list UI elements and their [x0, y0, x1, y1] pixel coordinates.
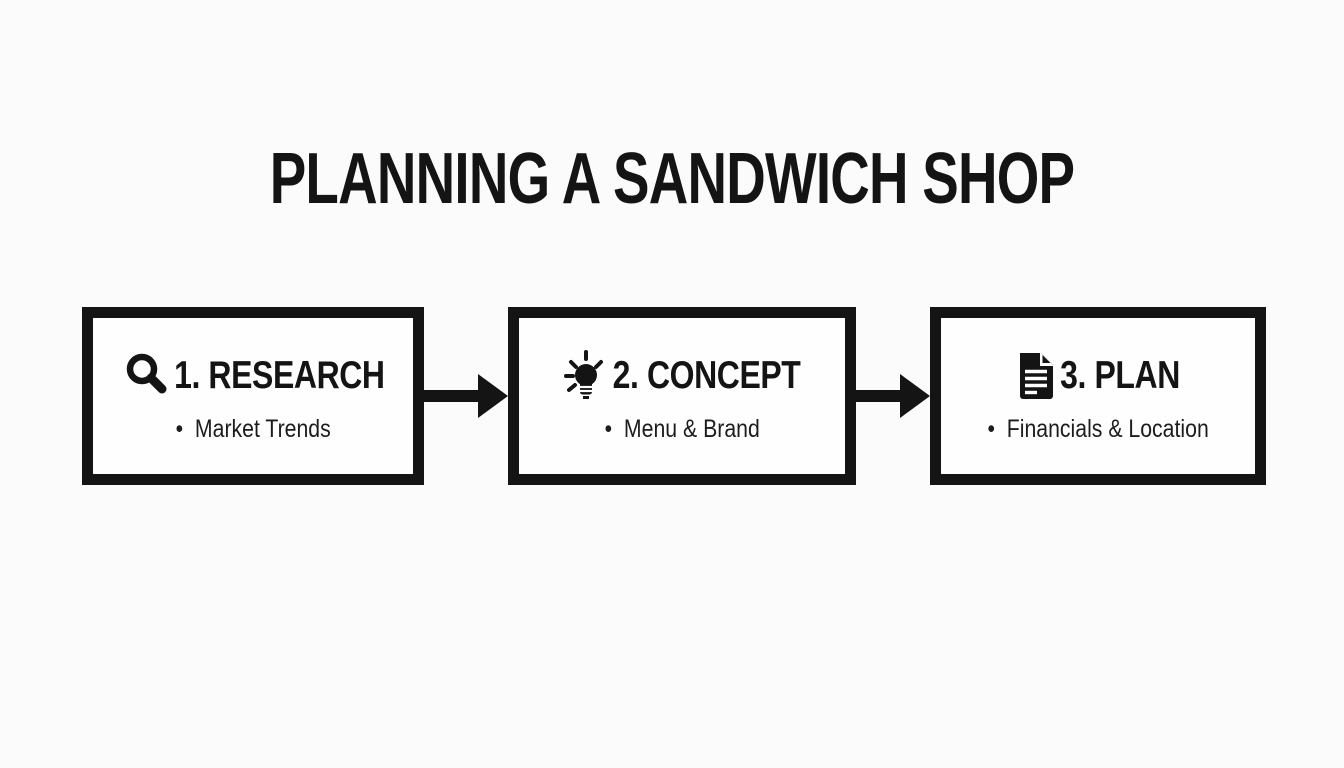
step-heading-label: 1. RESEARCH [173, 353, 385, 397]
page-title: PLANNING A SANDWICH SHOP [269, 139, 1075, 219]
step-heading-row: 3. PLAN [1016, 349, 1180, 403]
arrow-shaft [424, 390, 482, 402]
lightbulb-icon [563, 349, 609, 403]
magnifier-icon [123, 352, 171, 400]
arrow-shaft [856, 390, 904, 402]
step-box-concept: 2. CONCEPT • Menu & Brand [508, 307, 856, 485]
step-heading-row: 2. CONCEPT [563, 349, 801, 403]
document-icon [1016, 351, 1056, 400]
step-bullet: • Menu & Brand [604, 414, 760, 443]
step-box-plan: 3. PLAN • Financials & Location [930, 307, 1266, 485]
step-heading-label: 3. PLAN [1060, 353, 1180, 397]
step-heading-row: 1. RESEARCH [123, 349, 385, 403]
arrow-head-right-icon [900, 374, 930, 418]
step-heading-label: 2. CONCEPT [613, 353, 801, 397]
step-bullet: • Market Trends [175, 414, 331, 443]
arrow-head-right-icon [478, 374, 508, 418]
step-bullet: • Financials & Location [987, 414, 1209, 443]
step-box-research: 1. RESEARCH • Market Trends [82, 307, 424, 485]
